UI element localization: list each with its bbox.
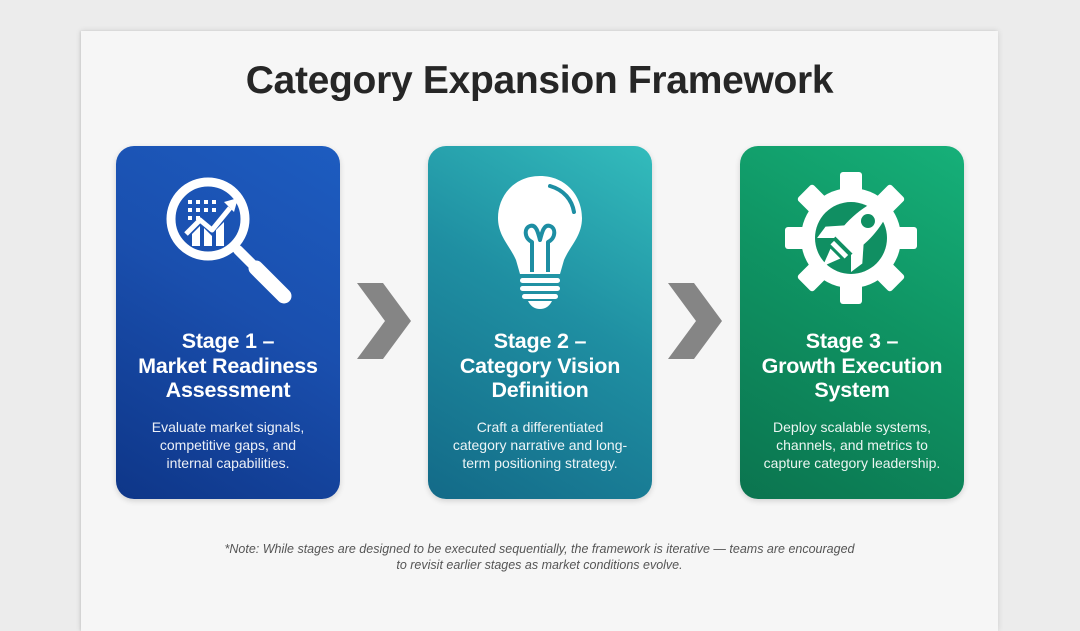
stage-3-card: Stage 3 – Growth Execution System Deploy… xyxy=(740,146,964,499)
gear-rocket-icon xyxy=(740,168,964,318)
stage-1-description: Evaluate market signals, competitive gap… xyxy=(151,419,305,471)
stage-3-description: Deploy scalable systems, channels, and m… xyxy=(763,419,941,471)
lightbulb-icon xyxy=(428,168,652,318)
chevron-right-icon xyxy=(668,283,722,359)
framework-slide: Category Expansion Framework xyxy=(81,31,998,631)
stage-2-description: Craft a differentiated category narrativ… xyxy=(452,419,628,471)
footnote: *Note: While stages are designed to be e… xyxy=(224,542,855,572)
magnifier-chart-icon xyxy=(116,168,340,318)
stage-2-card: Stage 2 – Category Vision Definition Cra… xyxy=(428,146,652,499)
stage-1-title: Stage 1 – Market Readiness Assessment xyxy=(138,329,318,402)
stage-1-card: Stage 1 – Market Readiness Assessment Ev… xyxy=(116,146,340,499)
page-title: Category Expansion Framework xyxy=(245,59,834,102)
stage-2-title: Stage 2 – Category Vision Definition xyxy=(459,329,621,402)
stage-3-title: Stage 3 – Growth Execution System xyxy=(761,329,943,402)
chevron-right-icon xyxy=(357,283,411,359)
